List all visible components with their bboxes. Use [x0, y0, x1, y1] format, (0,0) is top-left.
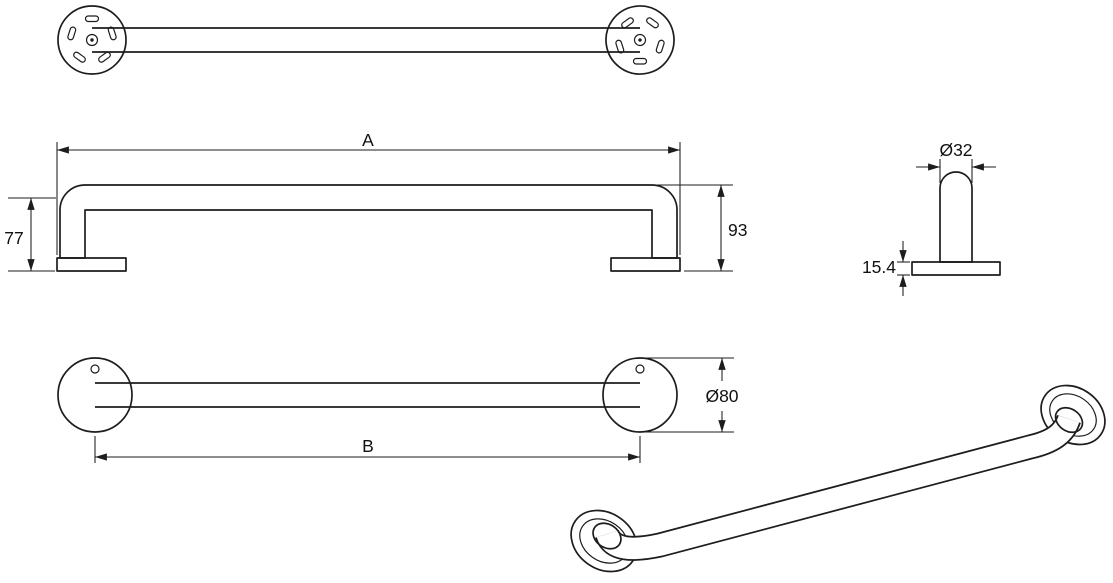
- dimension-flange-diameter: Ø80: [645, 357, 741, 433]
- left-collar-3d: [592, 522, 622, 550]
- dim-label-93: 93: [728, 220, 747, 240]
- right-base-plate: [610, 257, 681, 272]
- tube-end-profile: [939, 171, 973, 263]
- grab-bar-tube-outline: [59, 184, 678, 259]
- dimension-plate-thickness: 15.4: [859, 241, 910, 296]
- left-screw-hole: [90, 364, 100, 374]
- front-elevation-view: A 77 93: [2, 128, 750, 272]
- dim-label-b: B: [362, 436, 374, 456]
- dim-label-d32: Ø32: [939, 140, 972, 160]
- top-view: [57, 0, 689, 89]
- left-base-plate: [56, 257, 127, 272]
- dimension-fixing-centres: B: [94, 434, 641, 463]
- dimension-overall-length: A: [56, 128, 681, 255]
- left-flange: [57, 357, 133, 433]
- tube-3d-body: [596, 414, 1080, 560]
- left-flange: [57, 5, 127, 75]
- plan-view: Ø80 B: [57, 357, 741, 463]
- right-flange: [602, 357, 678, 433]
- right-collar-3d: [1054, 406, 1084, 434]
- right-flange: [591, 0, 689, 89]
- dim-label-d80: Ø80: [705, 386, 738, 406]
- dimension-tube-diameter: Ø32: [916, 138, 996, 183]
- dim-label-154: 15.4: [862, 257, 896, 277]
- tube-3d-outline: [595, 414, 1081, 561]
- dim-label-77: 77: [4, 228, 23, 248]
- right-screw-hole: [635, 364, 645, 374]
- dimension-centerline-height: 77: [2, 197, 56, 272]
- dim-label-a: A: [362, 130, 374, 150]
- perspective-view: [570, 384, 1106, 573]
- base-plate-side: [911, 261, 1001, 276]
- dimension-overall-height: 93: [656, 184, 750, 272]
- end-view: Ø32 15.4: [859, 138, 1001, 296]
